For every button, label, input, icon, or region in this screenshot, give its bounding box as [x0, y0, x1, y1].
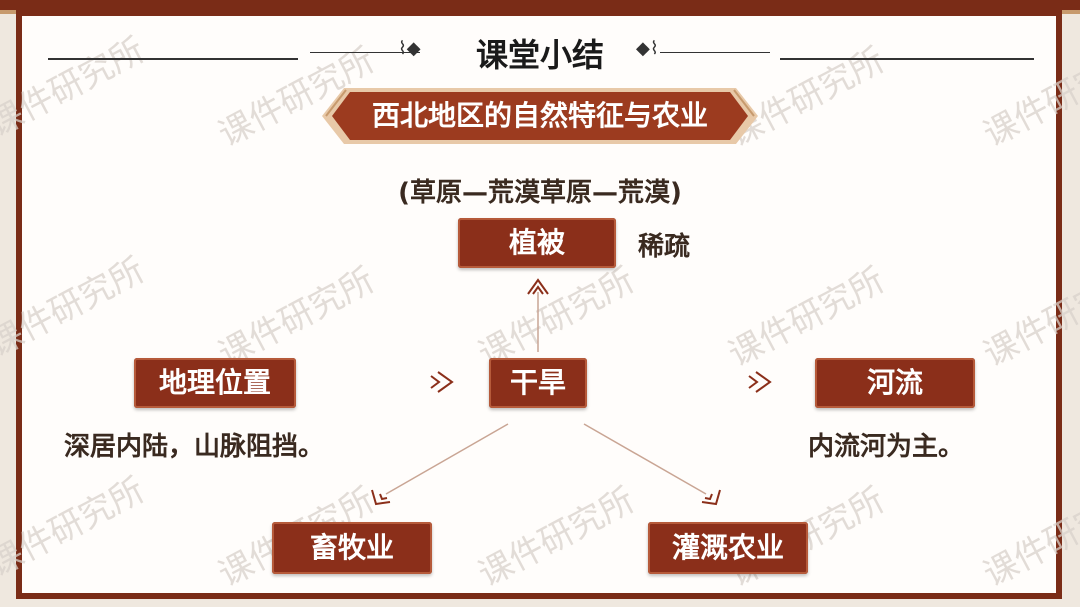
- arrowhead-down-right-icon: [702, 490, 720, 504]
- location-note: 深居内陆，山脉阻挡。: [64, 426, 324, 463]
- vegetation-note: 稀疏: [638, 226, 690, 263]
- river-note: 内流河为主。: [808, 426, 964, 463]
- node-irrigation: 灌溉农业: [648, 522, 808, 574]
- arrow-arid-irrigation: [584, 424, 706, 494]
- arrow-arid-livestock: [386, 424, 508, 494]
- node-location: 地理位置: [134, 358, 296, 408]
- node-vegetation: 植被: [458, 218, 616, 268]
- arrowhead-up-icon: [528, 280, 548, 294]
- node-livestock: 畜牧业: [272, 522, 432, 574]
- node-arid: 干旱: [489, 358, 587, 408]
- arrowhead-down-left-icon: [372, 490, 390, 504]
- node-river: 河流: [815, 358, 975, 408]
